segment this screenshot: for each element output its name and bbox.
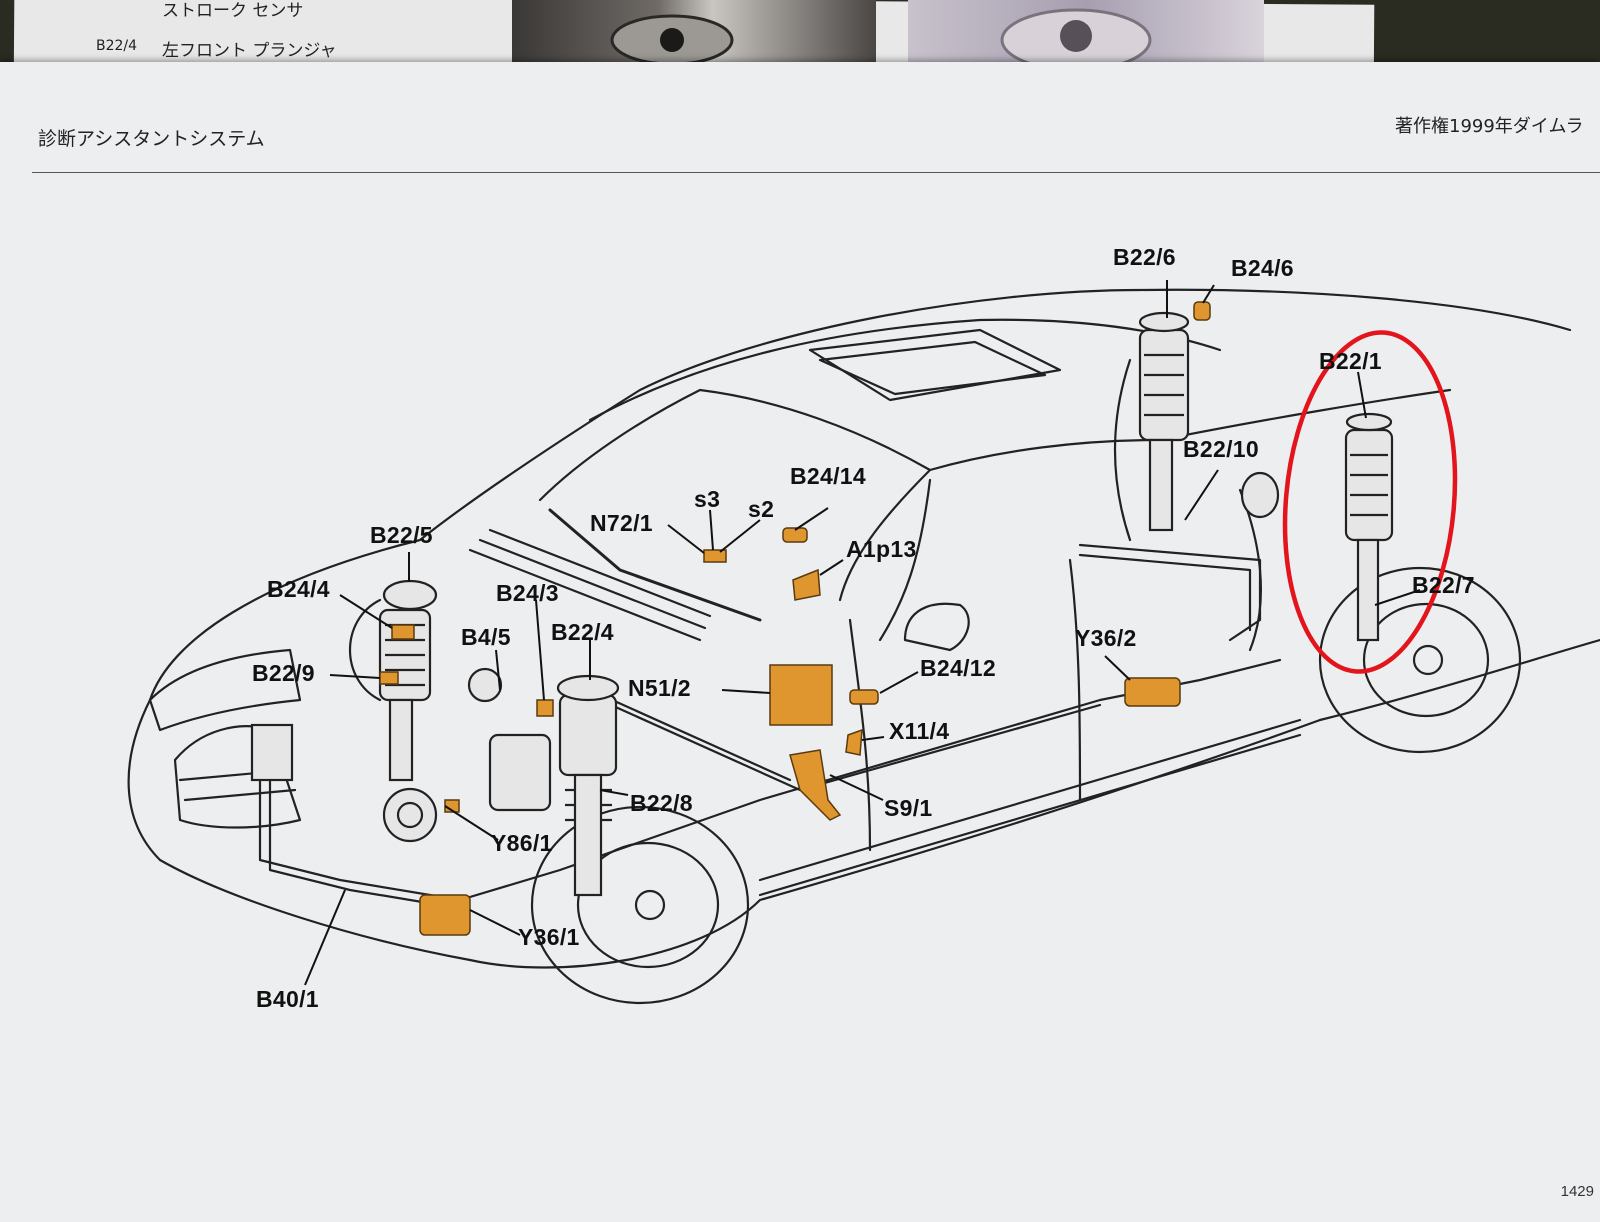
underlying-text-1: ストローク センサ <box>162 1 304 21</box>
pressure-sensor-b4-5-body <box>467 667 503 703</box>
header-rule <box>32 172 1600 173</box>
label-b24-14: B24/14 <box>790 463 866 489</box>
label-b24-12: B24/12 <box>920 655 996 681</box>
highlight-circle <box>1282 330 1458 674</box>
compressor <box>382 787 438 843</box>
label-s3: s3 <box>694 486 721 512</box>
rear-left-shock <box>1148 438 1174 532</box>
label-b40-1: B40/1 <box>256 986 319 1012</box>
label-b22-10: B22/10 <box>1183 436 1259 462</box>
label-b22-4: B22/4 <box>551 619 614 645</box>
label-b24-4: B24/4 <box>267 576 330 602</box>
a1p13-display <box>792 568 821 601</box>
b24-3-sensor <box>536 699 554 717</box>
label-s9-1: S9/1 <box>884 795 933 821</box>
label-b24-3: B24/3 <box>496 580 559 606</box>
label-a1p13: A1p13 <box>846 536 917 562</box>
underlying-code: B22/4 <box>96 38 138 54</box>
diagram-sheet <box>0 62 1600 1222</box>
label-b22-5: B22/5 <box>370 522 433 548</box>
rear-left-strut-top <box>1138 311 1190 333</box>
leader-lines <box>304 280 1421 986</box>
b24-14-sensor <box>782 527 808 543</box>
car-outline <box>127 288 1600 1005</box>
label-b22-7: B22/7 <box>1412 572 1475 598</box>
front-right-shock <box>573 773 603 897</box>
label-b22-8: B22/8 <box>630 790 693 816</box>
b24-12-sensor <box>849 689 879 705</box>
rear-right-strut-top <box>1345 412 1393 432</box>
b24-6-sensor <box>1193 301 1211 321</box>
air-filter-box <box>250 723 294 782</box>
rear-left-air-spring <box>1138 328 1190 442</box>
n72-1-switches <box>703 549 727 563</box>
label-s2: s2 <box>748 496 775 522</box>
label-b22-1: B22/1 <box>1319 348 1382 374</box>
compressor-body <box>488 733 552 812</box>
rear-right-air-spring <box>1344 428 1394 542</box>
b24-4-sensor <box>391 624 415 640</box>
copyright-notice: 著作権1999年ダイムラ <box>1395 116 1584 137</box>
n51-2-module <box>769 664 833 726</box>
b22-9-sensor <box>379 671 399 685</box>
rear-right-shock <box>1356 538 1380 642</box>
label-x11-4: X11/4 <box>889 718 950 744</box>
page-title: 診断アシスタントシステム <box>38 128 265 150</box>
label-n51-2: N51/2 <box>628 675 691 701</box>
y36-1-valve-block <box>419 894 471 936</box>
front-right-strut-top <box>556 674 620 702</box>
label-b22-9: B22/9 <box>252 660 315 686</box>
y36-2-valve-block <box>1124 677 1181 707</box>
page-number-fragment: 1429 <box>1560 1183 1594 1200</box>
x11-4-connector <box>845 728 863 756</box>
label-b22-6: B22/6 <box>1113 244 1176 270</box>
underlying-text-2: 左フロント プランジャ <box>162 41 337 61</box>
s9-1-switch <box>789 749 842 821</box>
label-b4-5: B4/5 <box>461 624 511 650</box>
reservoir <box>1240 471 1280 519</box>
front-left-strut-top <box>382 579 438 611</box>
front-right-air-spring <box>558 693 618 777</box>
label-y36-2: Y36/2 <box>1075 625 1137 651</box>
label-b24-6: B24/6 <box>1231 255 1294 281</box>
air-struts <box>250 311 1394 897</box>
label-n72-1: N72/1 <box>590 510 653 536</box>
label-y86-1: Y86/1 <box>491 830 553 856</box>
front-left-shock <box>388 698 414 782</box>
components <box>379 301 1211 936</box>
label-y36-1: Y36/1 <box>518 924 580 950</box>
